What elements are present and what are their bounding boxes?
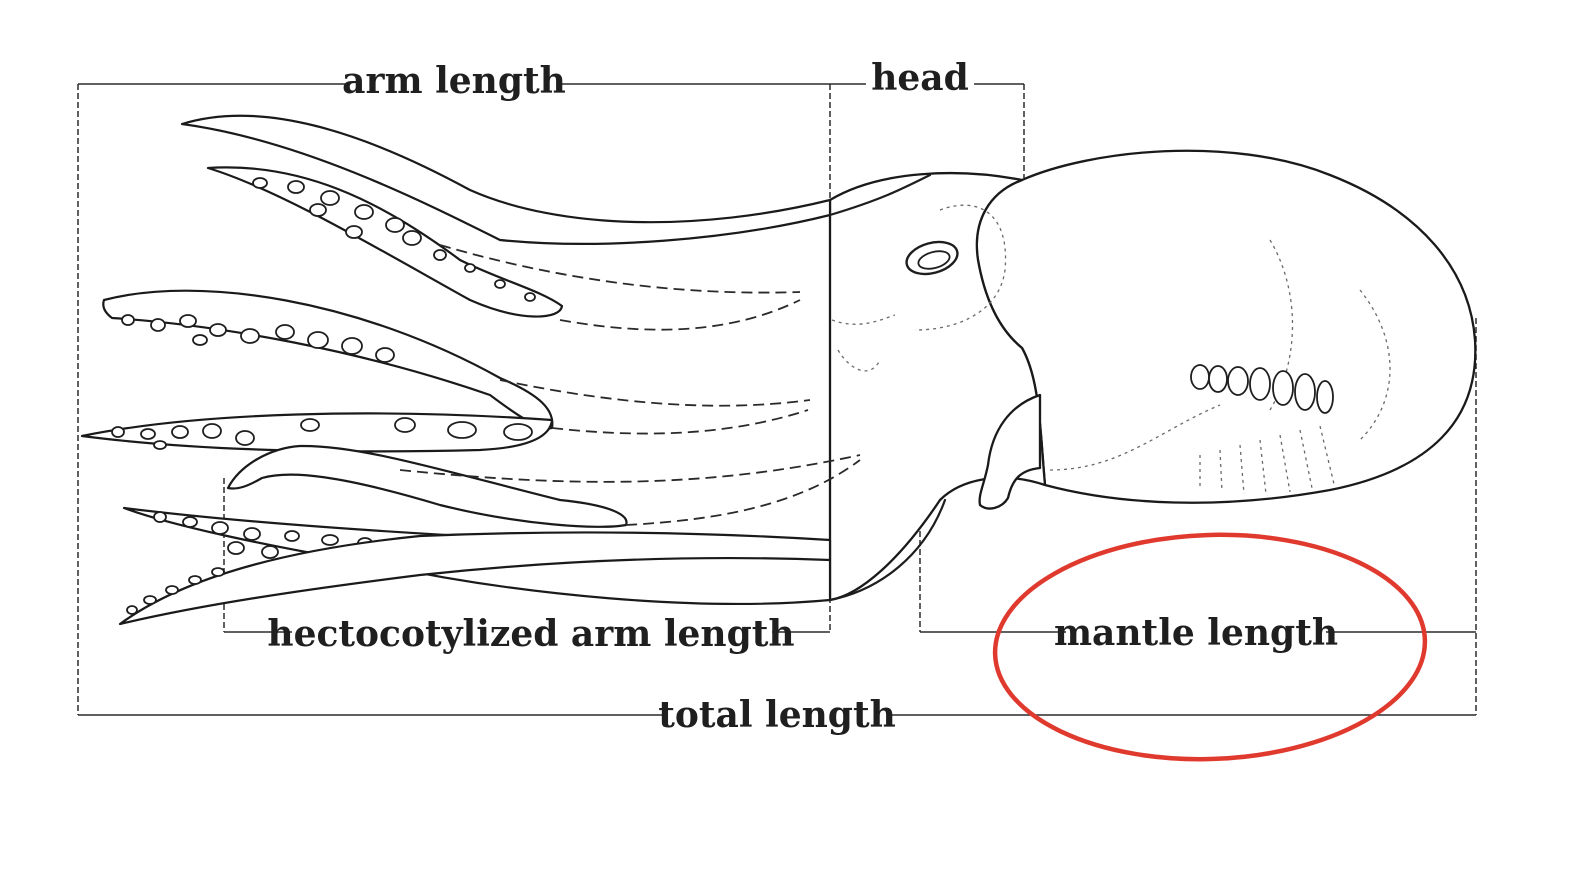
arm-3 — [102, 289, 554, 430]
arm-2 — [206, 166, 564, 318]
mantle-length-highlight-circle — [992, 532, 1428, 762]
gill-bumps — [1190, 364, 1334, 414]
head-outline — [828, 172, 1047, 602]
label-total-length: total length — [658, 694, 896, 736]
arm-2-suckers — [252, 177, 536, 302]
label-hectocotylized-arm-length: hectocotylized arm length — [267, 613, 794, 655]
web-detail-dots — [831, 314, 896, 372]
arm-3-suckers — [121, 314, 395, 363]
web-lower-line — [828, 498, 947, 602]
arm-4 — [80, 412, 554, 453]
mantle-outline — [975, 149, 1477, 504]
arm-1 — [180, 114, 832, 245]
hectocotylized-arm — [226, 444, 628, 528]
head-detail-dots — [914, 204, 1007, 331]
arm-2-dashed-continuation — [439, 244, 801, 331]
label-arm-length: arm length — [342, 60, 566, 102]
web-upper-line — [828, 173, 932, 217]
mantle-detail-dots-3 — [1049, 404, 1221, 471]
mantle-detail-dots-2 — [1359, 289, 1391, 441]
siphon — [978, 393, 1042, 510]
eye-inner — [917, 250, 951, 270]
label-mantle-length: mantle length — [1054, 612, 1338, 654]
measurement-labels: arm length head hectocotylized arm lengt… — [267, 57, 1338, 736]
hectocotylized-dashed-continuation — [399, 454, 861, 526]
mantle-detail-dots-4 — [1199, 425, 1335, 495]
arm-3-dashed-continuation — [499, 379, 811, 435]
arm-4-suckers — [111, 417, 533, 450]
arm-7-suckers — [126, 567, 225, 615]
octopus-illustration — [80, 114, 1477, 626]
eye-outer — [905, 240, 959, 276]
label-head: head — [871, 57, 969, 99]
arm-7 — [118, 531, 832, 626]
